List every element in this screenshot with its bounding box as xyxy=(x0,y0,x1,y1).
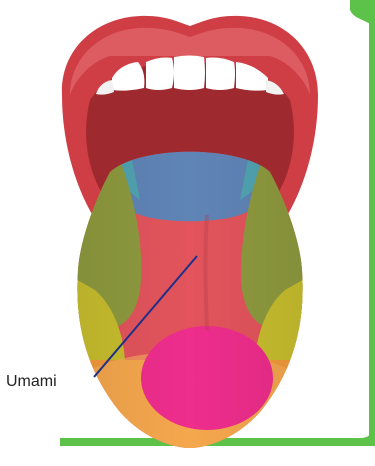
umami-label: Umami xyxy=(6,373,57,391)
accent-frame-right xyxy=(369,20,375,440)
tongue-midline xyxy=(205,215,207,330)
